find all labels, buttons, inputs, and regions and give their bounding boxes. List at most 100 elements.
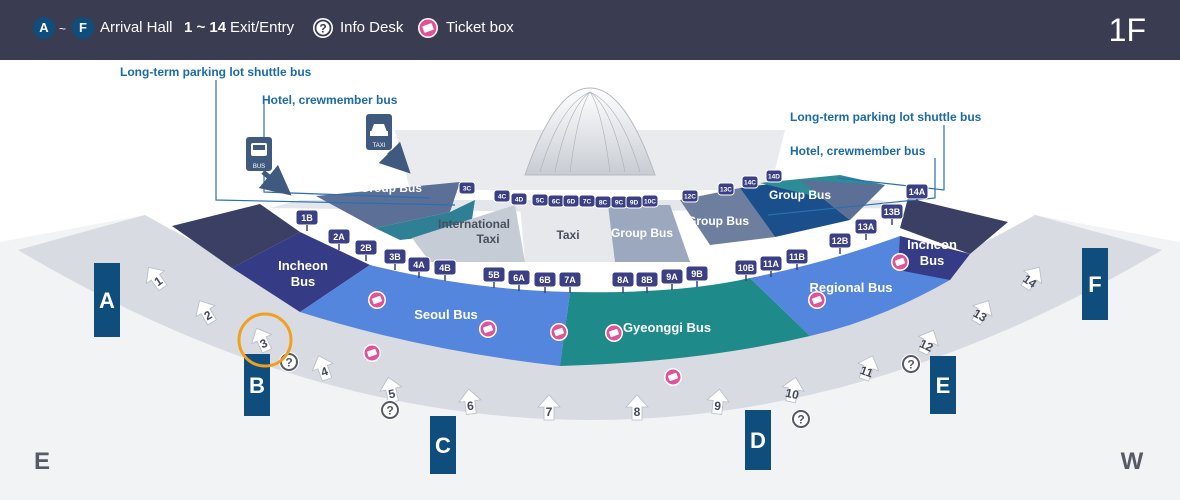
bus-stop-label: 9C [615,200,624,207]
group-bus-left-zone [316,182,460,228]
ticket-box-icon [479,320,497,338]
arrival-hall-marker: D [745,410,771,470]
bus-stop-label: 13C [720,187,732,194]
exit-marker: 8 [625,394,649,421]
left-wing [172,204,300,268]
bus-stop-tag: 7C [578,194,596,208]
exit-marker: 1 [145,266,168,292]
gyeonggi-bus-label: Gyeonggi Bus [623,320,711,335]
compass-west-label: W [1121,448,1144,475]
bus-stop-label: 14C [744,180,756,187]
ticket-boxes [363,253,909,386]
exit-marker: 12 [917,329,940,356]
ticket-box-legend-icon [418,18,438,38]
bus-stop-tag: 6A [507,269,531,291]
bus-stop-tag: 7A [558,271,582,293]
exit-marker: 2 [195,300,217,326]
bus-stop-tag: 9B [685,265,709,287]
bus-stop-label: 2B [360,243,372,253]
arrival-hall-marker: C [430,416,456,474]
bus-stop-label: 11B [789,252,806,262]
bus-sign-text: BUS [253,164,265,170]
arrival-hall-legend-label: Arrival Hall [100,19,173,36]
info-desk-icon: ? [279,352,299,372]
international-taxi-label-line1: International [438,217,510,231]
legend-bar: A ~ F Arrival Hall 1 ~ 14 Exit/Entry ? I… [0,0,1180,60]
bus-stop-label: 5C [536,198,545,205]
bus-stop-tag: 11B [785,248,809,270]
arrival-range-separator: ~ [59,22,67,36]
taxi-sign-text: TAXI [373,143,386,149]
international-taxi-zone [412,205,525,262]
exit-number: 8 [634,405,641,419]
incheon-bus-right-label-line2: Bus [920,253,945,268]
info-desk-icon: ? [791,409,811,429]
exit-marker: 13 [971,300,993,326]
bus-stop-tag: 3B [383,248,407,270]
bus-stop-label: 5B [488,270,500,280]
ticket-box-legend-label: Ticket box [446,19,514,36]
bus-stop-tag: 13A [854,218,878,240]
long-term-shuttle-left-callout: Long-term parking lot shuttle bus [120,65,312,79]
bus-stop-tag: 4C [493,189,511,203]
exit-marker: 9 [706,388,730,415]
bus-stop-label: 4B [439,263,451,273]
svg-text:?: ? [319,22,326,36]
right-wing [900,198,1008,254]
exit-number: 7 [546,405,553,419]
incheon-bus-left-label-line2: Bus [291,274,316,289]
long-term-shuttle-right-callout: Long-term parking lot shuttle bus [790,110,982,124]
exit-marker: 7 [537,394,561,421]
incheon-bus-right-label-line1: Incheon [907,237,957,252]
incheon-bus-left-zone [232,232,370,312]
bus-stop-tag: 8A [611,271,635,293]
arrival-hall-letter: B [249,373,265,398]
bus-stop-label: 1B [301,213,313,223]
bus-stop-tag: 2A [327,228,351,250]
bus-stop-tag: 3C [458,181,476,195]
bus-stop-label: 6A [513,273,525,283]
hotel-lane-right [740,180,850,237]
ticket-box-icon [368,291,386,309]
bus-stop-label: 10B [738,263,755,273]
bus-stop-tag: 9D [625,195,643,209]
arrival-hall-letter: A [99,288,115,313]
bus-stop-label: 9B [691,269,703,279]
arrival-hall-letter: F [1088,272,1101,297]
exit-number: 12 [917,336,935,354]
bus-stop-tag: 4B [433,259,457,281]
info-desk-icon: ? [380,400,400,420]
bus-stop-tag: 10B [734,259,758,281]
bus-stop-label: 7C [583,199,592,206]
bus-stop-tag: 6D [562,194,580,208]
terminal-dome [524,87,656,176]
terminal-floor-map: Incheon Bus Seoul Bus Gyeonggi Bus Regio… [0,65,1180,500]
bus-stop-label: 4D [515,197,524,204]
gyeonggi-bus-zone [560,278,810,366]
taxi-direction-arrow [378,141,411,174]
arrival-hall-marker: F [1082,248,1108,320]
bus-stop-label: 4C [498,194,507,201]
exit-number: 6 [466,399,474,414]
bus-stop-tag: 8B [635,271,659,293]
group-bus-right-b-zone [800,180,885,220]
ticket-box-icon [550,323,568,341]
ticket-box-icon [363,344,381,362]
svg-text:?: ? [285,356,292,370]
highlight-exit-3 [237,312,293,368]
bus-stop-tag: 14A [905,183,929,205]
bus-stop-label: 12B [832,236,849,246]
group-bus-right-a-label: Group Bus [687,214,749,228]
arrival-hall-letter: C [435,433,451,458]
bus-stop-tag: 9A [660,268,684,290]
bus-stop-tag: 12C [681,189,699,203]
bus-stop-label: 6D [567,199,576,206]
arrival-hall-letter: E [936,373,951,398]
dome-ribs [539,91,641,173]
bus-stop-label: 3B [389,252,401,262]
seoul-bus-zone [300,265,570,366]
exit-marker: 6 [458,388,482,415]
bus-stop-label: 14A [909,187,926,197]
